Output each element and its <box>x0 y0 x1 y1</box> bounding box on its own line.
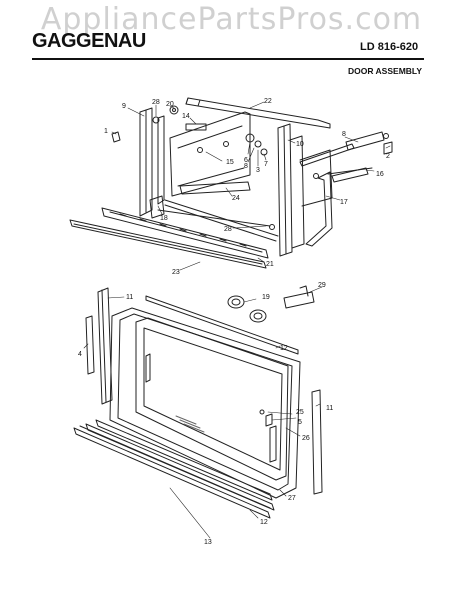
leader-lines <box>83 101 391 539</box>
callout-1: 1 <box>104 128 108 135</box>
brand-logo: GAGGENAU <box>32 30 146 52</box>
bottom-rails <box>69 207 269 269</box>
hinge-frame-assembly <box>111 97 393 257</box>
callout-12a: 12 <box>280 345 288 352</box>
callout-27: 27 <box>288 495 296 502</box>
callout-28a: 28 <box>152 99 160 106</box>
callout-9: 9 <box>122 103 126 110</box>
model-number: LD 816-620 <box>360 41 419 53</box>
callout-18: 18 <box>160 215 168 222</box>
callout-11a: 11 <box>126 294 133 301</box>
callout-17: 17 <box>340 199 348 206</box>
section-title: DOOR ASSEMBLY <box>348 66 422 76</box>
callout-10: 10 <box>296 141 304 148</box>
callout-16: 16 <box>376 171 384 178</box>
callout-6: 6 <box>244 157 248 164</box>
callout-22: 22 <box>264 98 272 105</box>
callout-14: 14 <box>182 113 190 120</box>
callout-24: 24 <box>232 195 240 202</box>
callout-11b: 11 <box>326 405 333 412</box>
callout-8b: 8 <box>244 163 248 170</box>
callout-3: 3 <box>256 167 260 174</box>
callout-13: 13 <box>204 539 212 546</box>
callout-29: 29 <box>318 282 326 289</box>
callout-8: 8 <box>342 131 346 138</box>
callout-4: 4 <box>78 351 82 358</box>
door-frame-assembly <box>73 287 323 519</box>
callout-12b: 12 <box>260 519 268 526</box>
callout-26: 26 <box>302 435 310 442</box>
header-rule <box>32 58 424 60</box>
callout-19: 19 <box>262 294 270 301</box>
watermark: AppliancePartsPros.com <box>40 2 423 37</box>
callout-15: 15 <box>226 159 234 166</box>
callout-21: 21 <box>266 261 274 268</box>
callout-20: 20 <box>166 101 174 108</box>
callout-23: 23 <box>172 269 180 276</box>
callout-7: 7 <box>264 161 268 168</box>
callout-28b: 28 <box>224 226 232 233</box>
callout-labels: 1 2 3 4 5 6 7 8 8 9 10 11 11 12 12 13 14… <box>78 98 390 546</box>
callout-5: 5 <box>298 419 302 426</box>
callout-2: 2 <box>386 153 390 160</box>
knobs-and-latch <box>227 285 315 323</box>
callout-25: 25 <box>296 409 304 416</box>
